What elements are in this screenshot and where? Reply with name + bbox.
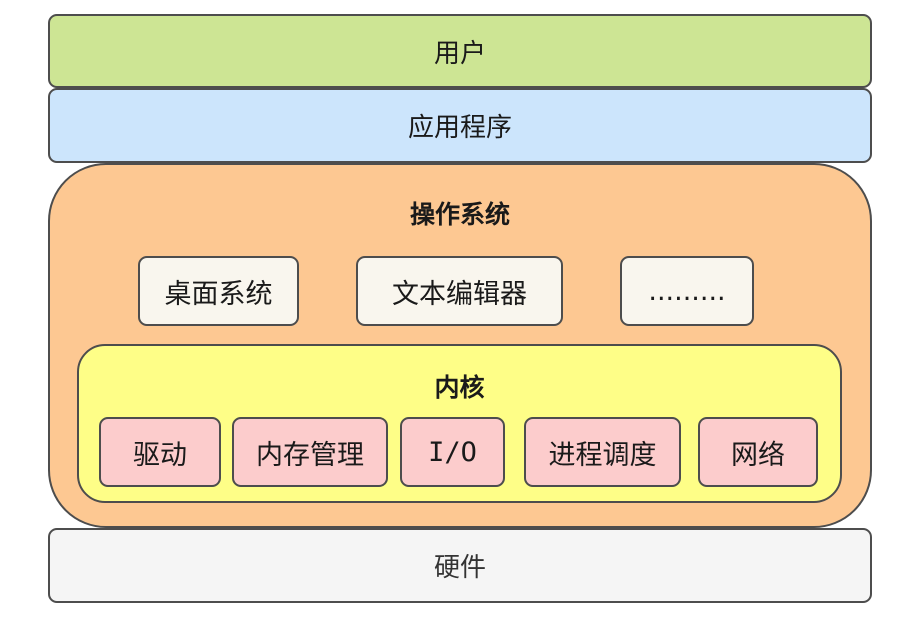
- os-app-text-editor-label: 文本编辑器: [392, 278, 527, 310]
- hardware-layer-label: 硬件: [433, 553, 486, 583]
- os-app-more-label: .........: [648, 275, 726, 307]
- application-layer: 应用程序: [48, 88, 872, 163]
- kernel-module-network-label: 网络: [731, 439, 785, 471]
- kernel-module-driver: 驱动: [99, 417, 221, 487]
- user-layer: 用户: [48, 14, 872, 88]
- os-app-text-editor: 文本编辑器: [356, 256, 563, 326]
- kernel-module-network: 网络: [698, 417, 818, 487]
- os-layer-title: 操作系统: [409, 200, 510, 229]
- os-app-desktop-label: 桌面系统: [164, 278, 273, 310]
- hardware-layer: 硬件: [48, 528, 872, 603]
- kernel-layer-title: 内核: [434, 373, 485, 402]
- os-app-desktop: 桌面系统: [138, 256, 299, 326]
- kernel-module-scheduler-label: 进程调度: [548, 439, 657, 471]
- os-layer: 操作系统 桌面系统 文本编辑器 ......... 内核 驱动 内存管理 I/O…: [48, 163, 872, 528]
- kernel-module-memory: 内存管理: [232, 417, 388, 487]
- os-app-more: .........: [620, 256, 754, 326]
- kernel-module-io: I/O: [400, 417, 505, 487]
- kernel-module-driver-label: 驱动: [133, 439, 187, 471]
- kernel-layer: 内核 驱动 内存管理 I/O 进程调度 网络: [77, 344, 842, 503]
- user-layer-label: 用户: [433, 38, 486, 69]
- kernel-module-scheduler: 进程调度: [524, 417, 681, 487]
- kernel-module-memory-label: 内存管理: [256, 439, 364, 471]
- kernel-module-io-label: I/O: [428, 436, 477, 468]
- application-layer-label: 应用程序: [407, 113, 512, 143]
